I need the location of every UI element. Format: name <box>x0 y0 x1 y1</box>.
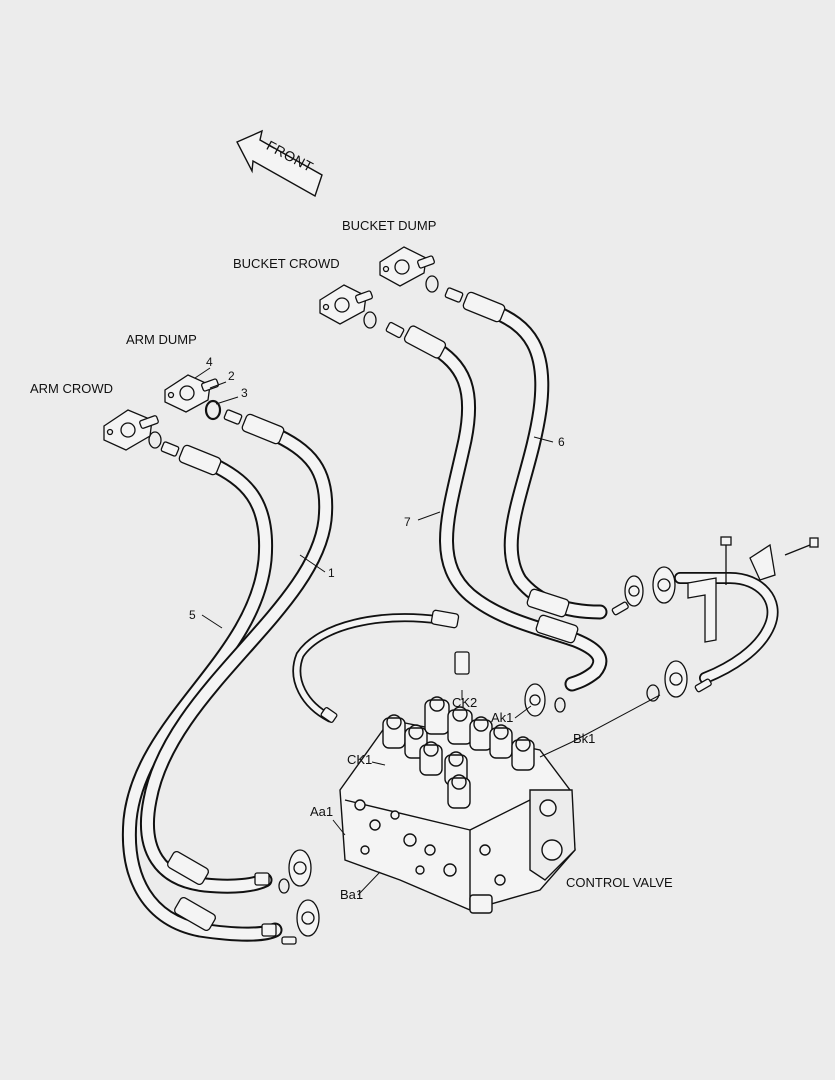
part-number-6: 6 <box>558 435 565 449</box>
part-number-4: 4 <box>206 355 213 369</box>
hose-5 <box>121 455 283 942</box>
part-number-7: 7 <box>404 515 411 529</box>
port-label-ck1: CK1 <box>347 752 372 767</box>
label-bucket-dump: BUCKET DUMP <box>342 218 436 233</box>
hose-fittings <box>160 287 579 937</box>
flange-arm-crowd <box>103 409 162 451</box>
flange-bottom-set <box>278 849 320 945</box>
hose-6 <box>482 302 608 620</box>
hose-1 <box>139 424 334 894</box>
label-arm-dump: ARM DUMP <box>126 332 197 347</box>
port-label-bk1: Bk1 <box>573 731 595 746</box>
part-number-3: 3 <box>241 386 248 400</box>
part-number-1: 1 <box>328 566 335 580</box>
front-arrow: FRONT <box>236 129 323 198</box>
hose-7 <box>422 337 608 692</box>
flange-bucket-dump <box>379 246 439 293</box>
steel-pipe <box>674 572 779 684</box>
bracket <box>687 536 819 643</box>
label-arm-crowd: ARM CROWD <box>30 381 113 396</box>
flange-bucket-crowd <box>319 284 377 329</box>
port-label-ak1: Ak1 <box>491 710 513 725</box>
port-label-ck2: CK2 <box>452 695 477 710</box>
flange-right-set <box>524 566 712 717</box>
part-number-2: 2 <box>228 369 235 383</box>
part-number-5: 5 <box>189 608 196 622</box>
port-label-aa1: Aa1 <box>310 804 333 819</box>
pilot-hose <box>292 613 445 723</box>
label-control-valve: CONTROL VALVE <box>566 875 673 890</box>
flange-arm-dump <box>164 374 222 421</box>
label-bucket-crowd: BUCKET CROWD <box>233 256 340 271</box>
leader-lines <box>194 367 661 896</box>
port-label-ba1: Ba1 <box>340 887 363 902</box>
control-valve <box>339 696 576 914</box>
